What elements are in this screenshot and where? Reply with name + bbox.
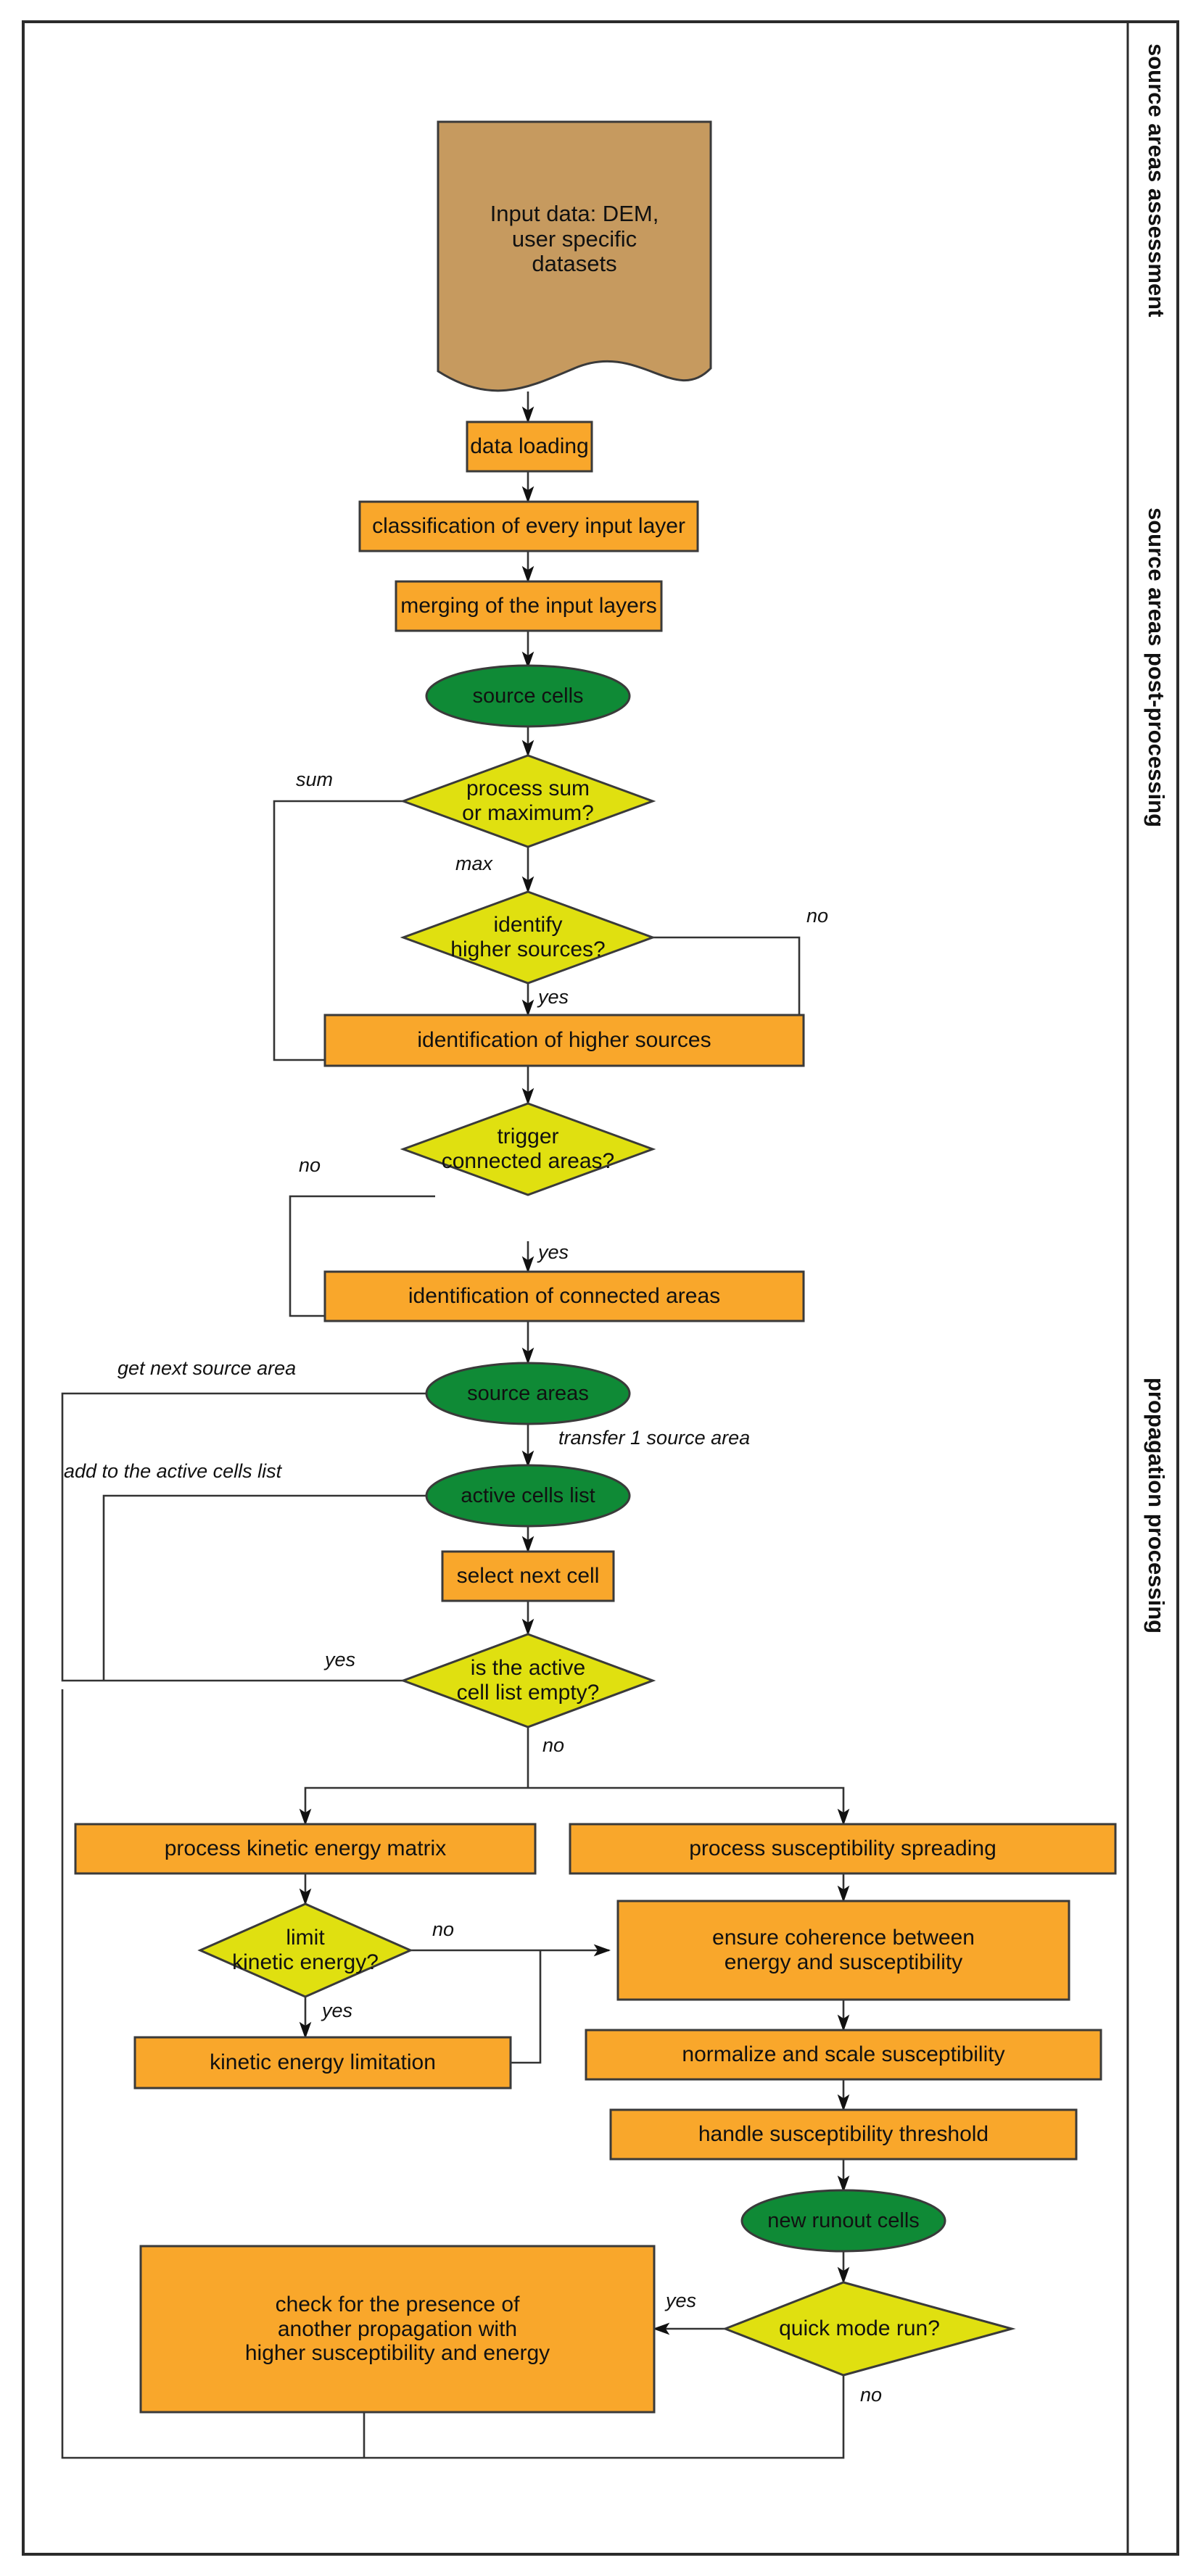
edge-label-no-limit-kinetic: no <box>432 1918 455 1940</box>
node-identification-connected[interactable]: identification of connected areas <box>408 1284 721 1309</box>
edge-label-transfer-one-source-area: transfer 1 source area <box>558 1427 751 1449</box>
node-check-presence[interactable]: check for the presence of another propag… <box>244 2293 550 2366</box>
node-data-loading-shape <box>466 421 593 473</box>
node-quick-mode-shape <box>722 2281 1016 2377</box>
node-is-list-empty-shape <box>400 1633 656 1728</box>
section-banner-propagation-processing: propagation processing <box>1144 1378 1169 1634</box>
node-classification-shape <box>358 500 699 552</box>
node-new-runout-cells[interactable]: new runout cells <box>767 2208 920 2232</box>
node-process-kinetic[interactable]: process kinetic energy matrix <box>164 1836 447 1861</box>
edge-label-yes-identify-higher: yes <box>538 986 569 1008</box>
node-handle-threshold-shape <box>609 2108 1078 2161</box>
edge-label-yes-trigger: yes <box>538 1241 569 1263</box>
node-merging-shape <box>395 580 663 632</box>
node-limit-kinetic-shape <box>197 1902 413 1998</box>
edge-label-no-quick-mode: no <box>860 2384 883 2406</box>
node-source-cells[interactable]: source cells <box>472 684 584 708</box>
node-kinetic-limitation[interactable]: kinetic energy limitation <box>210 2050 436 2075</box>
edge-label-no-identify-higher: no <box>806 905 829 927</box>
edge-label-sum: sum <box>296 769 334 790</box>
edge-label-yes-limit-kinetic: yes <box>322 2000 353 2021</box>
node-process-susceptibility[interactable]: process susceptibility spreading <box>689 1836 996 1861</box>
node-ensure-coherence[interactable]: ensure coherence between energy and susc… <box>712 1926 975 1974</box>
node-trigger-connected-shape <box>400 1102 656 1196</box>
section-banner-source-areas-assessment: source areas assessment <box>1144 44 1169 318</box>
node-source-areas[interactable]: source areas <box>467 1381 589 1405</box>
node-normalize-scale-shape <box>585 2029 1102 2081</box>
node-new-runout-cells-shape <box>740 2189 946 2253</box>
edge-label-max: max <box>455 853 493 874</box>
node-process-kinetic-shape <box>74 1823 537 1875</box>
edge-label-no-trigger: no <box>299 1154 321 1176</box>
node-source-cells-shape <box>425 664 631 728</box>
node-input-data[interactable]: Input data: DEM, user specific datasets <box>490 200 659 277</box>
node-select-next-cell-shape <box>441 1550 615 1602</box>
edge-label-get-next-source-area: get next source area <box>117 1357 297 1379</box>
node-kinetic-limitation-shape <box>133 2036 512 2090</box>
node-merging[interactable]: merging of the input layers <box>400 594 657 618</box>
edge-label-yes-quick-mode: yes <box>666 2290 697 2311</box>
section-banner-source-areas-post-processing: source areas post-processing <box>1144 508 1169 828</box>
edge-label-no-list-empty: no <box>542 1734 565 1756</box>
node-process-susceptibility-shape <box>569 1823 1117 1875</box>
edge-label-add-to-active-cells-list: add to the active cells list <box>64 1460 282 1482</box>
node-identification-connected-shape <box>323 1270 805 1322</box>
node-process-sum-max-shape <box>400 754 656 848</box>
node-data-loading[interactable]: data loading <box>470 434 589 459</box>
edge-label-yes-list-empty: yes <box>325 1649 356 1670</box>
node-ensure-coherence-shape <box>616 1900 1070 2001</box>
node-active-cells-list[interactable]: active cells list <box>461 1483 595 1507</box>
node-identify-higher[interactable]: identify higher sources? <box>450 913 606 961</box>
node-normalize-scale[interactable]: normalize and scale susceptibility <box>682 2042 1005 2067</box>
node-source-areas-shape <box>425 1362 631 1425</box>
node-check-presence-shape <box>139 2245 656 2414</box>
node-classification[interactable]: classification of every input layer <box>372 514 685 539</box>
node-limit-kinetic[interactable]: limit kinetic energy? <box>232 1926 379 1974</box>
node-active-cells-list-shape <box>425 1464 631 1528</box>
node-quick-mode[interactable]: quick mode run? <box>779 2316 940 2341</box>
node-handle-threshold[interactable]: handle susceptibility threshold <box>698 2122 989 2147</box>
node-identification-higher[interactable]: identification of higher sources <box>417 1028 711 1053</box>
node-identify-higher-shape <box>400 890 656 985</box>
node-select-next-cell[interactable]: select next cell <box>456 1564 600 1589</box>
node-is-list-empty[interactable]: is the active cell list empty? <box>456 1656 600 1705</box>
node-input-data-shape <box>437 120 712 392</box>
node-identification-higher-shape <box>323 1014 805 1067</box>
node-trigger-connected[interactable]: trigger connected areas? <box>441 1125 615 1173</box>
node-process-sum-max[interactable]: process sum or maximum? <box>462 776 594 825</box>
